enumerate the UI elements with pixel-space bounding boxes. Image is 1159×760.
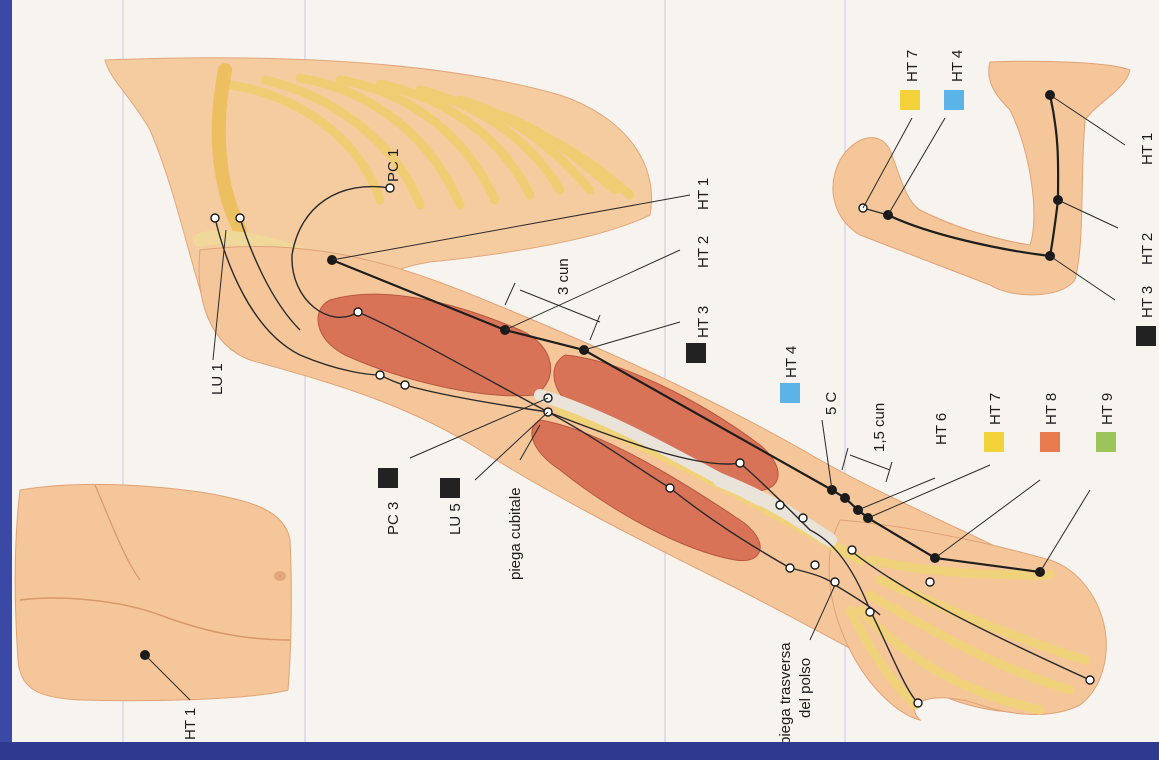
inset-axilla-label-ht1: HT 1 (182, 708, 199, 740)
point-pc9 (1086, 676, 1094, 684)
inset-label-ht3: HT 3 (1139, 286, 1156, 318)
swatch-ht8 (1040, 432, 1060, 452)
inset-axilla-nipple (274, 571, 286, 581)
point-pc8 (926, 578, 934, 586)
label-ht2: HT 2 (695, 236, 712, 268)
swatch-ht4 (780, 383, 800, 403)
point-lu7 (786, 564, 794, 572)
label-lu1: LU 1 (209, 363, 226, 395)
inset-label-ht1: HT 1 (1139, 133, 1156, 165)
label-five-c: 5 C (823, 391, 840, 415)
inset-arm-skin (833, 61, 1130, 295)
inset-label-ht2: HT 2 (1139, 233, 1156, 265)
point-pc4 (736, 459, 744, 467)
inset-swatch-ht4 (944, 90, 964, 110)
inset-flexed-arm: HT 7 HT 4 HT 1 HT 2 HT 3 (833, 50, 1156, 346)
label-ht9: HT 9 (1099, 393, 1116, 425)
point-pc5 (776, 501, 784, 509)
point-lu4 (401, 381, 409, 389)
point-lu11 (914, 699, 922, 707)
plate-illustration: PC 1 HT 1 HT 2 3 cun HT 3 LU 1 PC 3 LU 5… (0, 0, 1159, 742)
swatch-ht7 (984, 432, 1004, 452)
label-piega-trasversa-2: del polso (797, 658, 814, 718)
label-pc1: PC 1 (385, 149, 402, 182)
label-one-five-cun: 1,5 cun (871, 403, 888, 452)
point-lu8 (811, 561, 819, 569)
label-ht6: HT 6 (933, 413, 950, 445)
label-piega-cubitale: piega cubitale (507, 487, 524, 580)
point-pc7 (848, 546, 856, 554)
point-lu1 (211, 214, 219, 222)
label-ht4: HT 4 (783, 346, 800, 378)
inset-label-ht4: HT 4 (949, 50, 966, 82)
point-lu3 (376, 371, 384, 379)
inset-label-ht7: HT 7 (904, 50, 921, 82)
swatch-lu5 (440, 478, 460, 498)
label-ht8: HT 8 (1043, 393, 1060, 425)
point-pc6 (799, 514, 807, 522)
inset-axilla: HT 1 (15, 484, 291, 740)
inset-swatch-ht3 (1136, 326, 1156, 346)
point-pc2 (354, 308, 362, 316)
label-three-cun: 3 cun (555, 258, 572, 295)
swatch-ht3 (686, 343, 706, 363)
point-pc1 (386, 184, 394, 192)
label-ht7: HT 7 (987, 393, 1004, 425)
point-lu10 (866, 608, 874, 616)
swatch-ht9 (1096, 432, 1116, 452)
inset-swatch-ht7 (900, 90, 920, 110)
point-lu9 (831, 578, 839, 586)
page-bottom-edge (0, 742, 1159, 760)
inset-axilla-skin (15, 484, 291, 700)
label-ht1: HT 1 (695, 178, 712, 210)
label-pc3: PC 3 (385, 502, 402, 535)
swatch-pc3 (378, 468, 398, 488)
point-ht5 (840, 493, 850, 503)
point-lu2 (236, 214, 244, 222)
label-ht3: HT 3 (695, 306, 712, 338)
label-piega-trasversa-1: piega trasversa (777, 642, 794, 742)
point-lu6 (666, 484, 674, 492)
inset-point-ht3 (1045, 251, 1055, 261)
label-lu5: LU 5 (447, 503, 464, 535)
